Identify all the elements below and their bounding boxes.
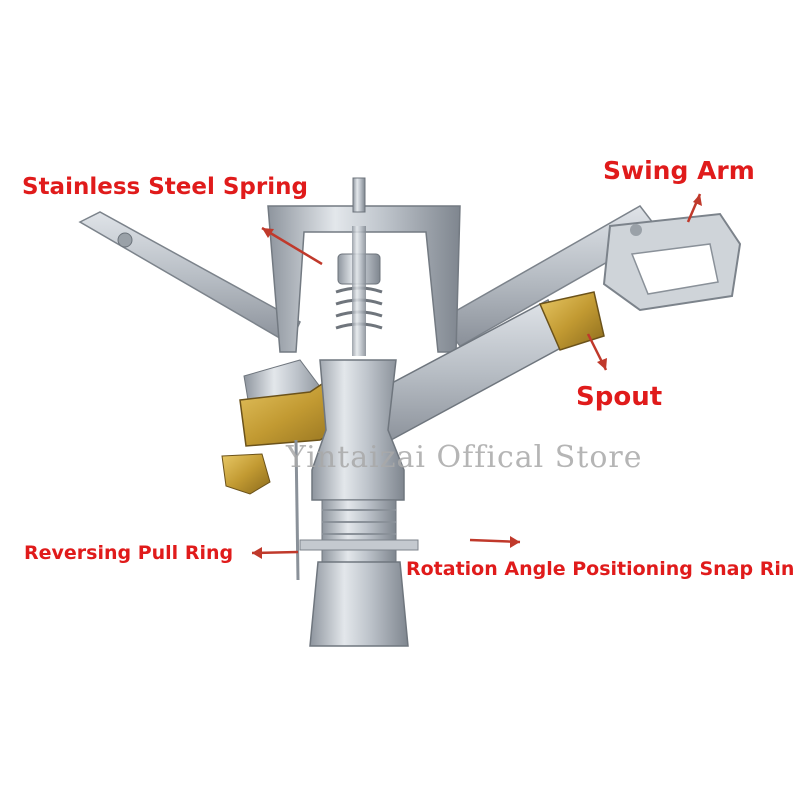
left-frame-arm <box>78 211 301 346</box>
sprinkler-body <box>299 359 419 647</box>
store-watermark: Yintaizai Offical Store <box>286 440 643 475</box>
callout-rotation-angle-snap-ring: Rotation Angle Positioning Snap Rin <box>406 558 795 580</box>
pointer-arrows <box>251 193 702 559</box>
callout-swing-arm: Swing Arm <box>603 156 755 185</box>
central-frame <box>267 177 461 353</box>
callout-reversing-pull-ring: Reversing Pull Ring <box>24 542 234 564</box>
arrow-spring <box>261 226 323 266</box>
swing-arm <box>438 205 742 347</box>
spring <box>335 226 383 356</box>
callout-spout: Spout <box>576 382 663 412</box>
callout-stainless-steel-spring: Stainless Steel Spring <box>22 174 308 200</box>
